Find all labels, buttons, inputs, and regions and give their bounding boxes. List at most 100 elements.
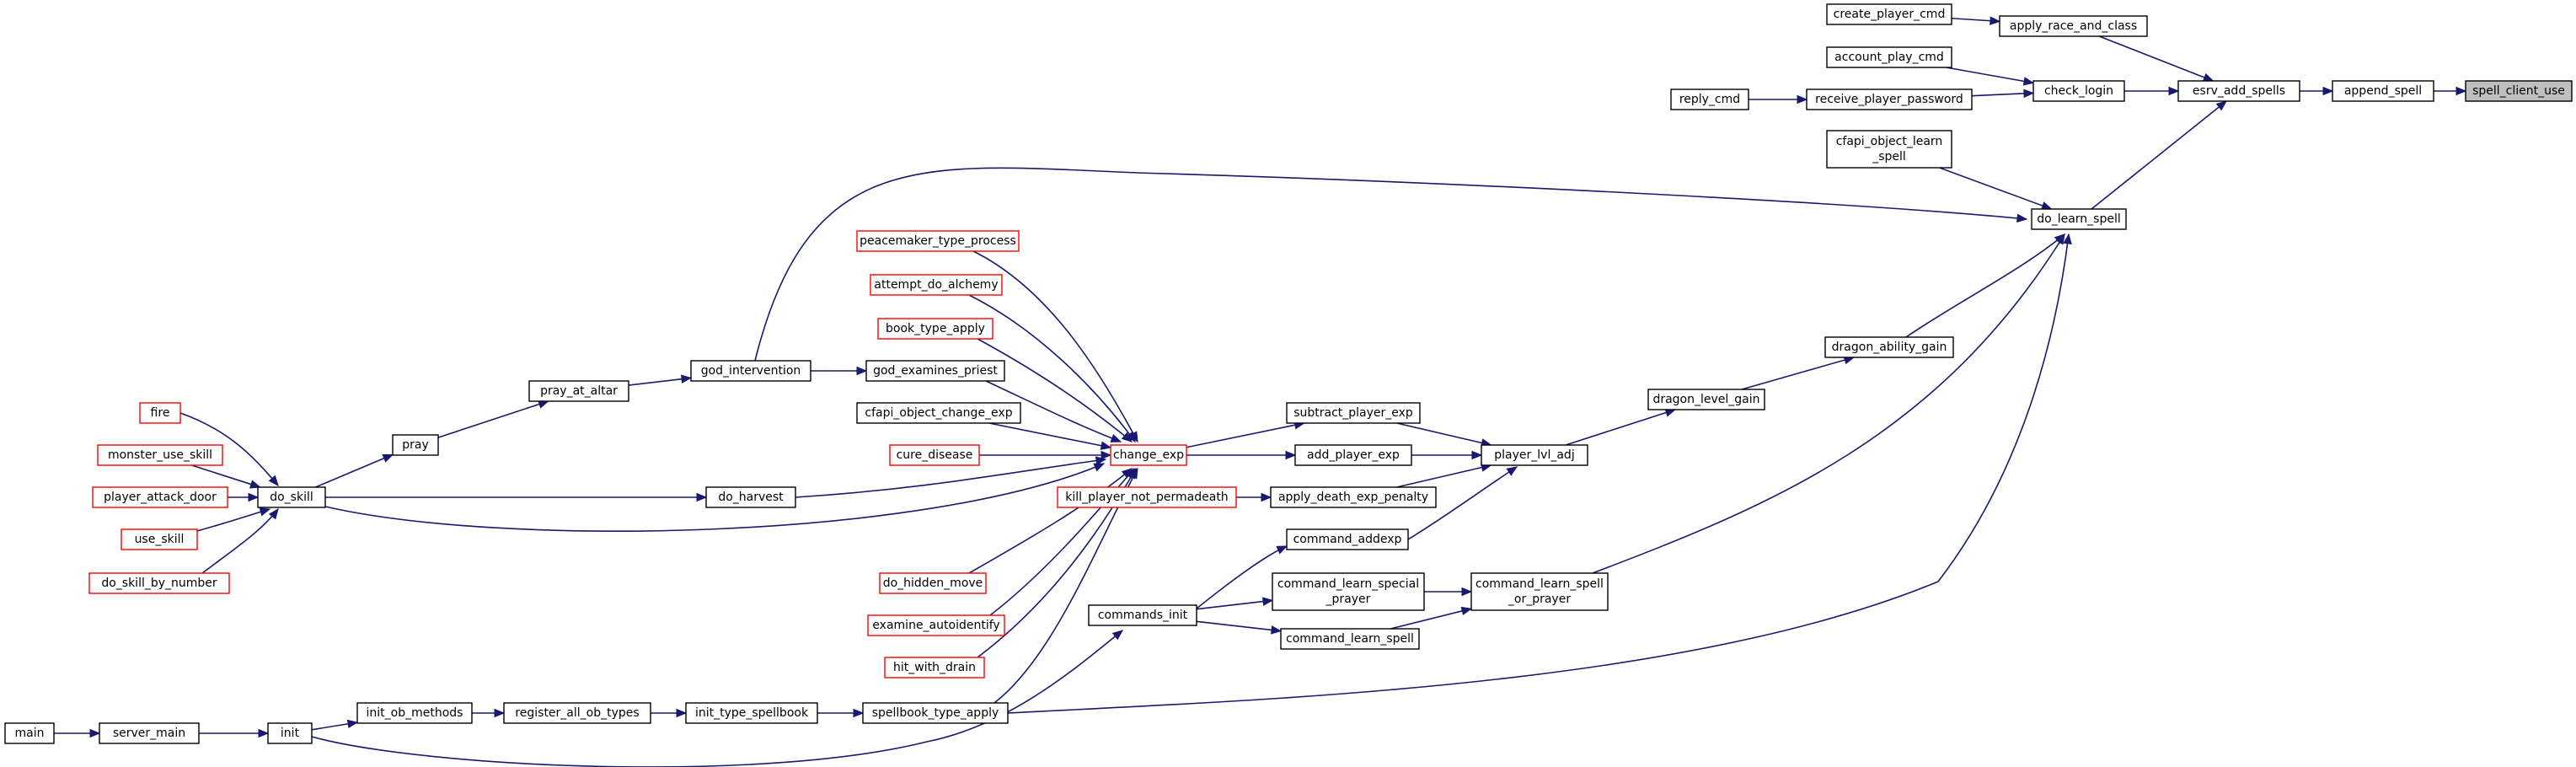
node-peacemaker-type-process[interactable]: peacemaker_type_process: [856, 230, 1020, 252]
edge-arrowhead: [2322, 86, 2334, 96]
node-fire[interactable]: fire: [139, 402, 181, 424]
edge-arrowhead: [1461, 587, 1473, 597]
node-god-intervention[interactable]: god_intervention: [690, 360, 811, 382]
node-use-skill[interactable]: use_skill: [120, 528, 198, 550]
edge-line: [968, 294, 1136, 442]
node-pray-at-altar[interactable]: pray_at_altar: [528, 380, 629, 402]
node-append-spell[interactable]: append_spell: [2332, 80, 2434, 102]
edge-subtract_player_exp-to-player_lvl_adj: [1396, 422, 1492, 448]
node-create-player-cmd[interactable]: create_player_cmd: [1826, 3, 1952, 25]
node-cfapi-object-learn-spell[interactable]: cfapi_object_learn_spell: [1826, 130, 1952, 169]
edge-line: [985, 380, 1122, 442]
edge-god_intervention-to-do_learn_spell: [754, 167, 2028, 362]
edge-arrowhead: [2055, 233, 2065, 245]
node-player-lvl-adj[interactable]: player_lvl_adj: [1481, 444, 1588, 466]
node-label: god_examines_priest: [873, 364, 998, 378]
edge-command_learn_special_prayer-to-command_learn_spell_or_prayer: [1424, 587, 1473, 597]
edge-arrowhead: [1261, 492, 1272, 502]
node-reply-cmd[interactable]: reply_cmd: [1670, 88, 1749, 110]
edge-server_main-to-init: [199, 728, 270, 738]
edge-arrowhead: [1270, 625, 1283, 635]
node-init-type-spellbook[interactable]: init_type_spellbook: [685, 702, 818, 724]
node-box: [1647, 389, 1765, 410]
node-box: [870, 274, 1003, 296]
node-box: [705, 486, 796, 508]
edge-arrowhead: [1990, 16, 2001, 25]
edge-arrowhead: [1121, 432, 1133, 442]
node-do-harvest[interactable]: do_harvest: [705, 486, 796, 508]
edge-line: [1186, 424, 1297, 448]
edge-arrowhead: [494, 708, 506, 718]
edge-arrowhead: [1128, 467, 1138, 480]
node-dragon-level-gain[interactable]: dragon_level_gain: [1647, 389, 1765, 410]
node-box: [889, 444, 980, 466]
edge-arrowhead: [1471, 450, 1483, 460]
node-label: commands_init: [1098, 609, 1188, 622]
edge-receive_player_password-to-check_login: [1971, 88, 2035, 99]
node-player-attack-door[interactable]: player_attack_door: [92, 486, 228, 508]
node-box: [97, 444, 223, 466]
node-do-skill[interactable]: do_skill: [257, 486, 326, 508]
node-commands-init[interactable]: commands_init: [1088, 604, 1197, 626]
node-register-all-ob-types[interactable]: register_all_ob_types: [503, 702, 651, 724]
node-apply-race-and-class[interactable]: apply_race_and_class: [1999, 15, 2148, 37]
node-receive-player-password[interactable]: receive_player_password: [1806, 88, 1973, 110]
node-check-login[interactable]: check_login: [2032, 80, 2125, 102]
edge-account_play_cmd-to-check_login: [1946, 67, 2035, 86]
node-dragon-ability-gain[interactable]: dragon_ability_gain: [1824, 336, 1954, 358]
edge-check_login-to-esrv_add_spells: [2124, 86, 2180, 96]
node-do-skill-by-number[interactable]: do_skill_by_number: [88, 572, 230, 594]
edge-line: [795, 459, 1106, 498]
node-cure-disease[interactable]: cure_disease: [889, 444, 980, 466]
edge-line: [968, 468, 1133, 574]
node-main[interactable]: main: [4, 722, 55, 744]
edge-esrv_add_spells-to-append_spell: [2300, 86, 2334, 96]
node-server-main[interactable]: server_main: [99, 722, 200, 744]
node-subtract-player-exp[interactable]: subtract_player_exp: [1286, 402, 1421, 424]
edge-player_attack_door-to-do_skill: [228, 492, 260, 502]
node-init-ob-methods[interactable]: init_ob_methods: [356, 702, 473, 724]
node-label: command_learn_spell: [1475, 577, 1604, 591]
node-label: subtract_player_exp: [1293, 406, 1413, 420]
node-box: [1999, 15, 2148, 37]
node-command-learn-special-prayer[interactable]: command_learn_special_prayer: [1272, 572, 1425, 611]
node-spellbook-type-apply[interactable]: spellbook_type_apply: [862, 702, 1009, 724]
node-label: check_login: [2044, 84, 2113, 98]
node-book-type-apply[interactable]: book_type_apply: [877, 318, 993, 340]
node-label: do_hidden_move: [883, 577, 983, 590]
node-command-addexp[interactable]: command_addexp: [1286, 528, 1409, 550]
node-init[interactable]: init: [267, 722, 313, 744]
edge-arrowhead: [1276, 545, 1288, 555]
node-command-learn-spell[interactable]: command_learn_spell: [1280, 628, 1420, 650]
node-label: attempt_do_alchemy: [874, 278, 998, 292]
edge-commands_init-to-command_learn_special_prayer: [1196, 597, 1274, 610]
edge-dragon_ability_gain-to-do_learn_spell: [1905, 233, 2066, 338]
node-box: [1272, 572, 1425, 611]
node-hit-with-drain[interactable]: hit_with_drain: [884, 657, 985, 678]
edge-line: [2091, 105, 2220, 210]
node-do-hidden-move[interactable]: do_hidden_move: [879, 572, 987, 594]
node-apply-death-exp-penalty[interactable]: apply_death_exp_penalty: [1270, 486, 1437, 508]
node-account-play-cmd[interactable]: account_play_cmd: [1826, 46, 1952, 68]
node-label: fire: [151, 406, 170, 420]
node-box: [503, 702, 651, 724]
node-box: [528, 380, 629, 402]
node-cfapi-object-change-exp[interactable]: cfapi_object_change_exp: [856, 402, 1021, 424]
node-command-learn-spell-or-prayer[interactable]: command_learn_spell_or_prayer: [1470, 572, 1609, 611]
edge-line: [2098, 35, 2206, 79]
node-esrv-add-spells[interactable]: esrv_add_spells: [2177, 80, 2300, 102]
edge-line: [1741, 358, 1846, 390]
node-attempt-do-alchemy[interactable]: attempt_do_alchemy: [870, 274, 1003, 296]
node-god-examines-priest[interactable]: god_examines_priest: [865, 360, 1005, 382]
node-add-player-exp[interactable]: add_player_exp: [1294, 444, 1412, 466]
node-box: [856, 402, 1021, 424]
node-pray[interactable]: pray: [392, 434, 439, 456]
node-change-exp[interactable]: change_exp: [1110, 444, 1187, 466]
edge-line: [1407, 466, 1518, 540]
node-examine-autoidentify[interactable]: examine_autoidentify: [867, 614, 1005, 636]
node-label: do_skill: [270, 491, 313, 504]
node-do-learn-spell[interactable]: do_learn_spell: [2031, 208, 2127, 230]
node-kill-player-not-permadeath[interactable]: kill_player_not_permadeath: [1057, 486, 1237, 508]
node-label: dragon_level_gain: [1652, 393, 1759, 406]
node-monster-use-skill[interactable]: monster_use_skill: [97, 444, 223, 466]
